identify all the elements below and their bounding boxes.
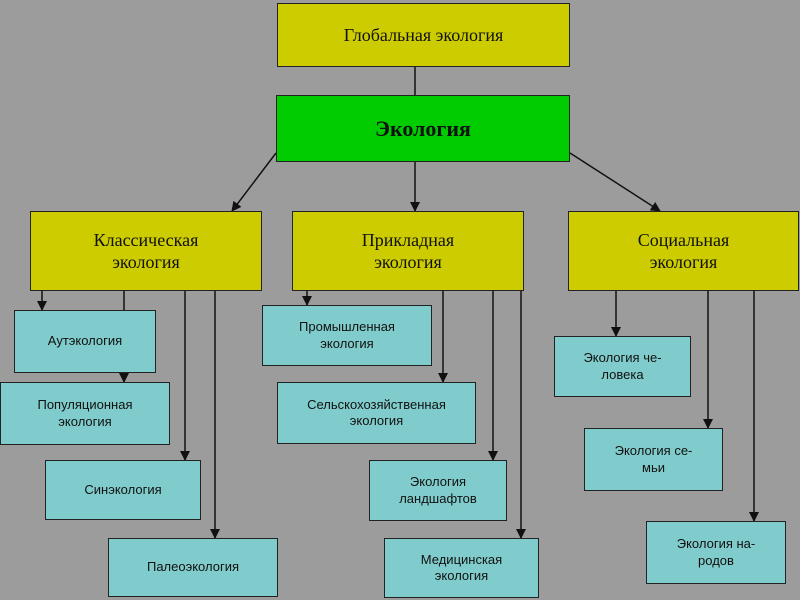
node-label: Популяционная экология — [37, 397, 133, 429]
node-label: Промышленная экология — [299, 319, 395, 351]
node-human-ecology: Экология че- ловека — [554, 336, 691, 397]
arrow-ecology-to-classic — [231, 152, 277, 212]
node-applied-ecology: Прикладная экология — [292, 211, 524, 291]
node-label: Прикладная экология — [361, 229, 455, 273]
node-autecology: Аутэкология — [14, 310, 156, 373]
node-label: Классическая экология — [93, 229, 199, 273]
node-peoples-ecology: Экология на- родов — [646, 521, 786, 584]
node-medical-ecology: Медицинская экология — [384, 538, 539, 598]
node-agricultural-ecology: Сельскохозяйственная экология — [277, 382, 476, 444]
node-label: Медицинская экология — [420, 551, 503, 583]
node-paleoecology: Палеоэкология — [108, 538, 278, 597]
node-ecology: Экология — [276, 95, 570, 162]
node-label: Синэкология — [84, 481, 162, 497]
node-global-ecology: Глобальная экология — [277, 3, 570, 67]
node-social-ecology: Социальная экология — [568, 211, 799, 291]
node-label: Палеоэкология — [146, 559, 240, 575]
node-classic-ecology: Классическая экология — [30, 211, 262, 291]
node-landscape-ecology: Экология ландшафтов — [369, 460, 507, 521]
node-synecology: Синэкология — [45, 460, 201, 520]
node-label: Экология ландшафтов — [399, 474, 477, 506]
node-family-ecology: Экология се- мьи — [584, 428, 723, 491]
node-label: Социальная экология — [637, 229, 730, 273]
node-label: Экология — [375, 115, 471, 141]
node-label: Аутэкология — [47, 333, 123, 349]
node-label: Экология се- мьи — [614, 443, 693, 475]
node-industrial-ecology: Промышленная экология — [262, 305, 432, 366]
node-population-ecology: Популяционная экология — [0, 382, 170, 445]
arrow-ecology-to-social — [569, 152, 661, 212]
node-label: Глобальная экология — [343, 24, 504, 45]
node-label: Экология че- ловека — [583, 350, 662, 382]
node-label: Сельскохозяйственная экология — [307, 396, 446, 428]
node-label: Экология на- родов — [676, 536, 756, 568]
